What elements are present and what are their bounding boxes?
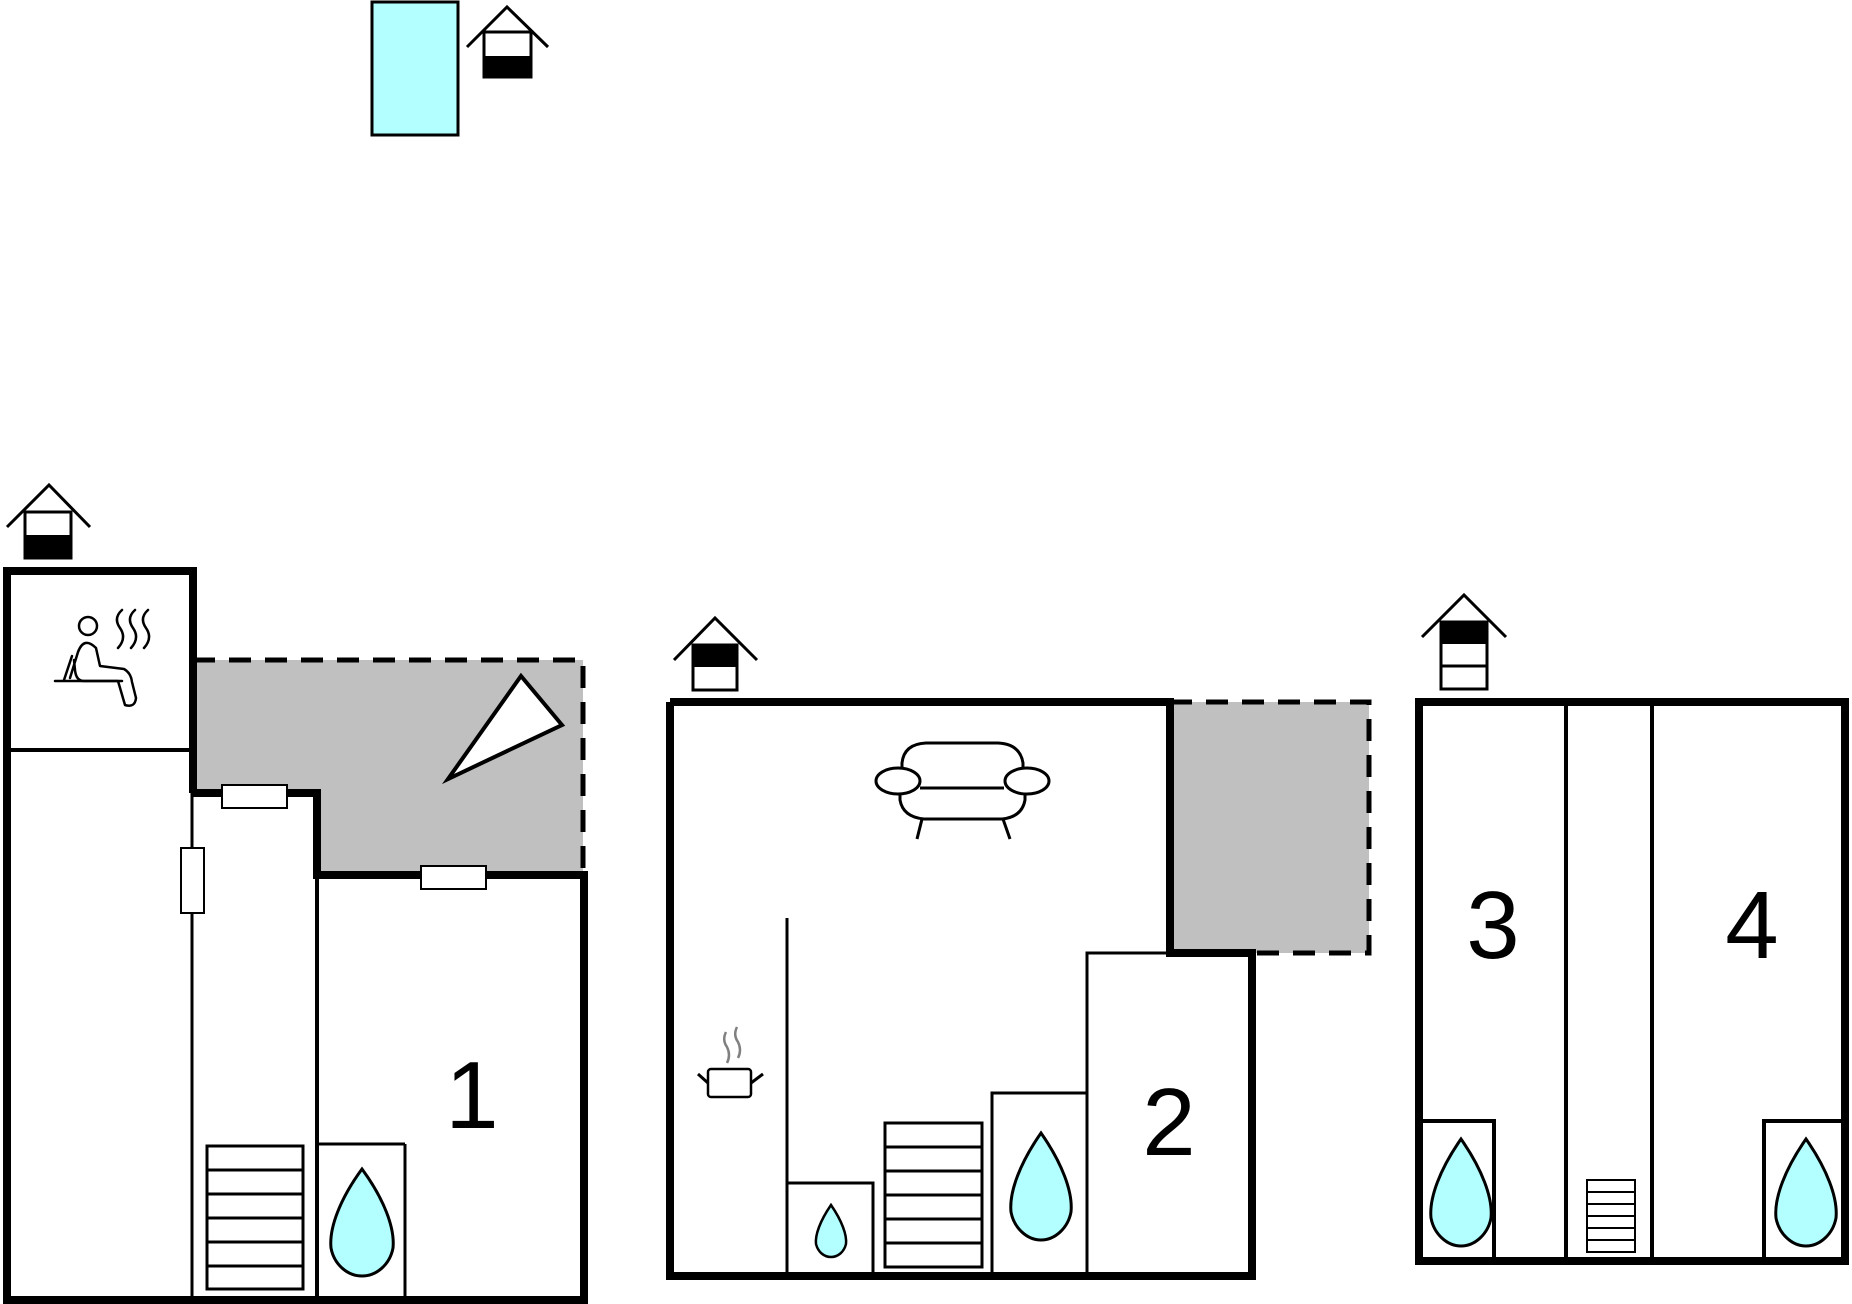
house-icon xyxy=(5,482,92,560)
shower-drop-icon xyxy=(1429,1136,1493,1248)
shower-drop-icon xyxy=(329,1166,395,1278)
radiator-icon xyxy=(883,1121,984,1269)
interior-wall xyxy=(1762,1119,1841,1261)
door-icon xyxy=(221,784,288,809)
building-3-walls xyxy=(1415,698,1849,1265)
room-label-1: 1 xyxy=(445,1042,498,1149)
house-icon xyxy=(1420,592,1508,691)
radiator-icon xyxy=(1586,1179,1636,1253)
terrace-area xyxy=(193,660,583,875)
building-1-walls xyxy=(3,567,588,1304)
shower-drop-icon xyxy=(1009,1130,1073,1242)
compass-icon xyxy=(441,672,566,785)
room-label-3: 3 xyxy=(1466,872,1519,979)
interior-wall xyxy=(1085,951,1170,1276)
pool-icon xyxy=(370,0,460,137)
terrace-area xyxy=(1170,702,1369,953)
shower-drop-icon xyxy=(814,1202,848,1259)
house-icon xyxy=(465,4,550,79)
terrace-outline xyxy=(1170,699,1372,956)
room-label-4: 4 xyxy=(1725,872,1778,979)
door-icon xyxy=(420,865,487,890)
sofa-icon xyxy=(874,741,1051,840)
sauna-icon xyxy=(53,608,151,707)
shower-drop-icon xyxy=(1774,1136,1838,1248)
room-label-2: 2 xyxy=(1142,1069,1195,1176)
terrace-outline xyxy=(193,657,586,875)
cooking-pot-icon xyxy=(696,1026,764,1099)
radiator-icon xyxy=(205,1144,305,1291)
interior-wall xyxy=(787,1181,875,1276)
interior-wall xyxy=(1423,1119,1496,1261)
interior-wall xyxy=(990,1091,1087,1276)
building-2-walls xyxy=(666,698,1256,1280)
door-icon xyxy=(180,847,205,914)
house-icon xyxy=(672,615,759,692)
